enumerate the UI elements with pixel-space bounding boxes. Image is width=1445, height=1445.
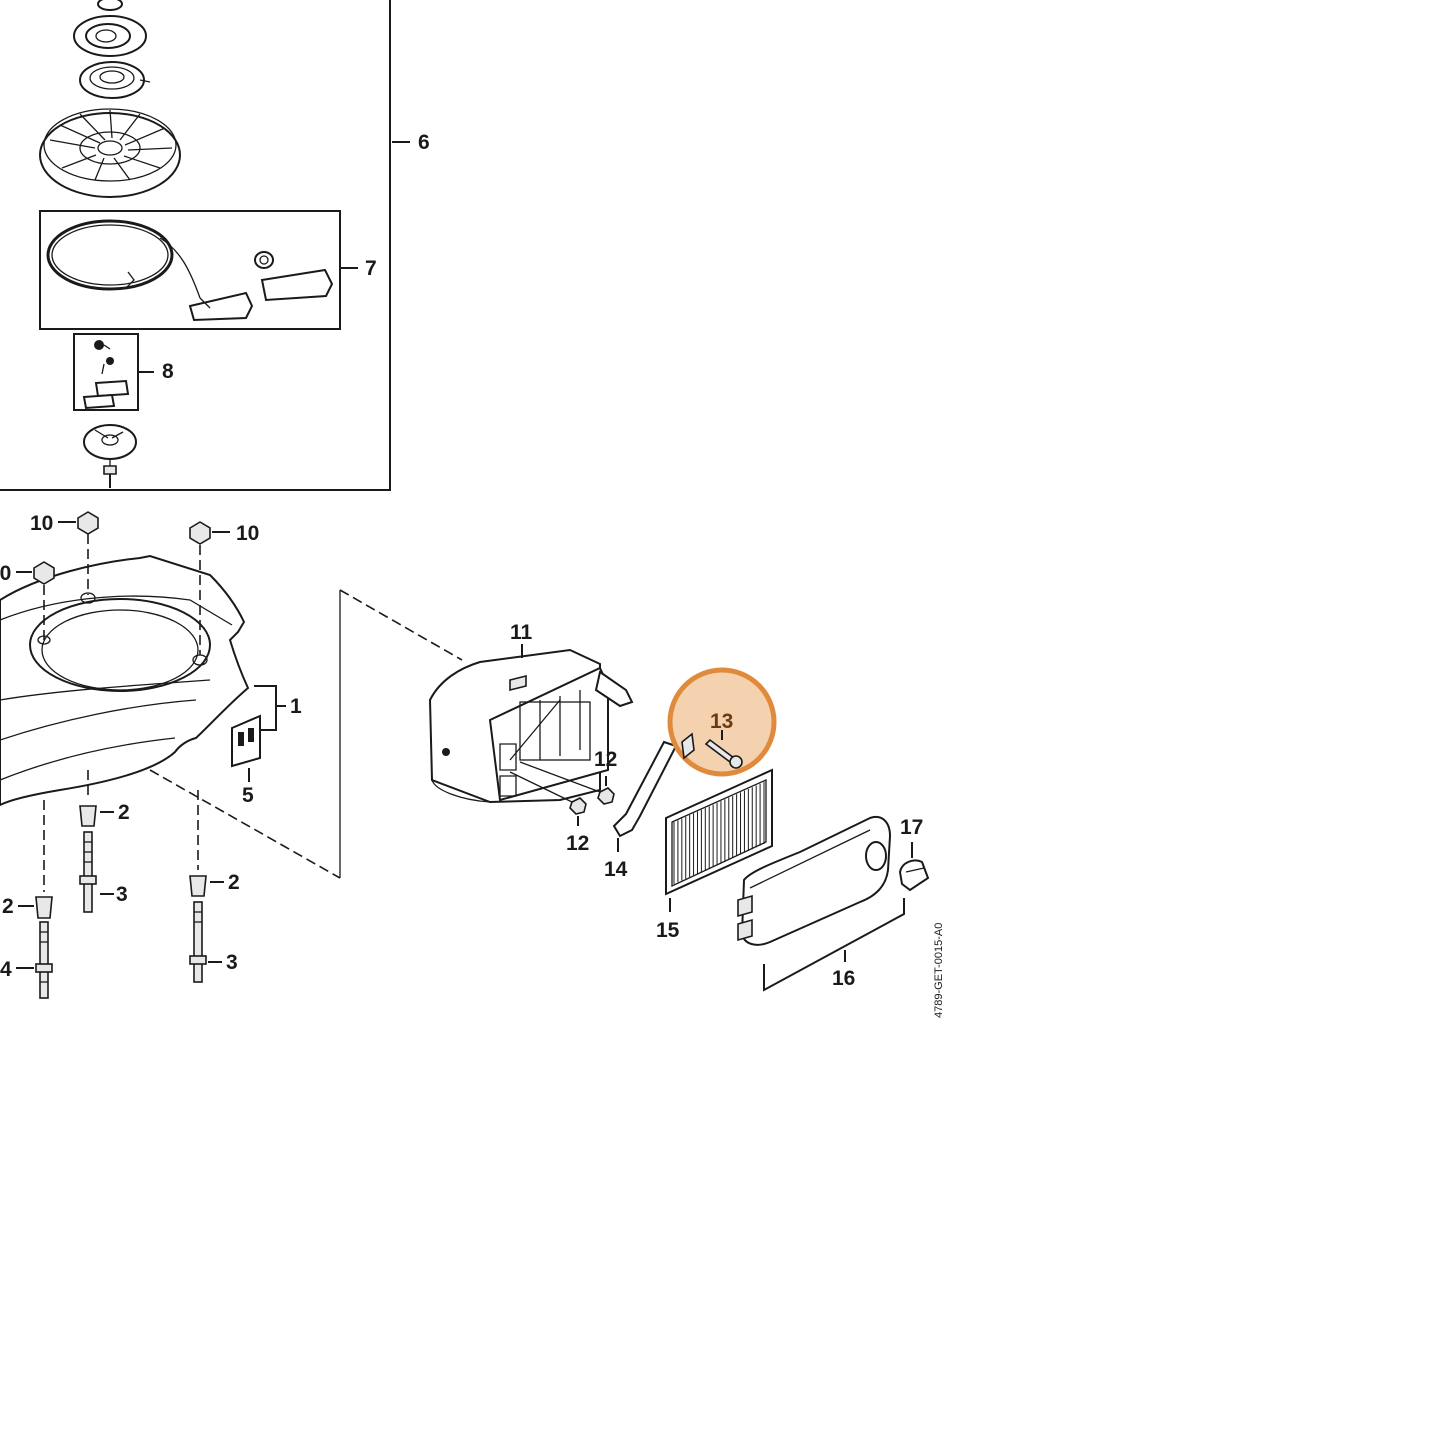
- label-2-a: 2: [118, 801, 130, 824]
- label-10-c: 10: [0, 562, 11, 585]
- rope-rotor: [39, 108, 181, 198]
- label-2-b: 2: [2, 895, 14, 918]
- drawing-code: 4789-GET-0015-A0: [933, 923, 945, 1018]
- nut-10-b: [189, 521, 230, 655]
- group-box-8: [73, 333, 139, 411]
- label-14: 14: [604, 858, 628, 881]
- label-3-a: 3: [116, 883, 128, 906]
- assembly-outline: [149, 589, 463, 879]
- filter-lever: [612, 740, 678, 852]
- filter-cover: [737, 816, 905, 992]
- screw-13: [681, 730, 743, 769]
- stud-3-b: [189, 901, 222, 983]
- label-5: 5: [242, 784, 254, 807]
- label-12-a: 12: [594, 748, 617, 771]
- fan-housing: [0, 554, 250, 807]
- spacer-2-c: [189, 790, 224, 897]
- label-15: 15: [656, 919, 680, 942]
- label-11: 11: [510, 621, 533, 644]
- label-6: 6: [418, 131, 430, 154]
- stud-4: [16, 921, 53, 999]
- label-2-c: 2: [228, 871, 240, 894]
- highlight-13: [667, 667, 777, 777]
- stud-3-a: [79, 831, 114, 913]
- nut-10-c: [16, 561, 55, 640]
- filter-housing: [428, 644, 634, 804]
- label-1: 1: [290, 695, 302, 718]
- nut-10-a: [58, 511, 99, 595]
- rewind-spring: [79, 61, 151, 99]
- label-17: 17: [900, 816, 923, 839]
- bracket-1: [254, 685, 277, 731]
- starter-grip-left: [188, 291, 254, 322]
- starter-rope: [46, 219, 201, 299]
- label-7: 7: [365, 257, 377, 280]
- label-10-b: 10: [236, 522, 259, 545]
- label-plate: [231, 714, 261, 782]
- label-16: 16: [832, 967, 855, 990]
- label-3-b: 3: [226, 951, 238, 974]
- starter-grip-right: [254, 251, 334, 302]
- starter-washer: [73, 0, 147, 57]
- bracket-16: [763, 898, 905, 992]
- spacer-2-b: [18, 800, 53, 919]
- nut-12-b: [509, 771, 587, 826]
- starter-assembly: [0, 0, 410, 491]
- spacer-2-a: [79, 770, 114, 827]
- group-box-7: [39, 210, 341, 330]
- filter-pleats: [673, 782, 765, 884]
- pawl-set: [82, 340, 130, 410]
- filter-element: [665, 768, 773, 912]
- label-8: 8: [162, 360, 174, 383]
- label-10-a: 10: [30, 512, 53, 535]
- cover-knob: [898, 842, 930, 892]
- pawl-carrier: [83, 424, 137, 488]
- label-12-b: 12: [566, 832, 589, 855]
- label-13: 13: [710, 710, 733, 733]
- label-4: 4: [0, 958, 12, 981]
- nut-12-a: [519, 761, 615, 805]
- group-box-6: [0, 0, 391, 491]
